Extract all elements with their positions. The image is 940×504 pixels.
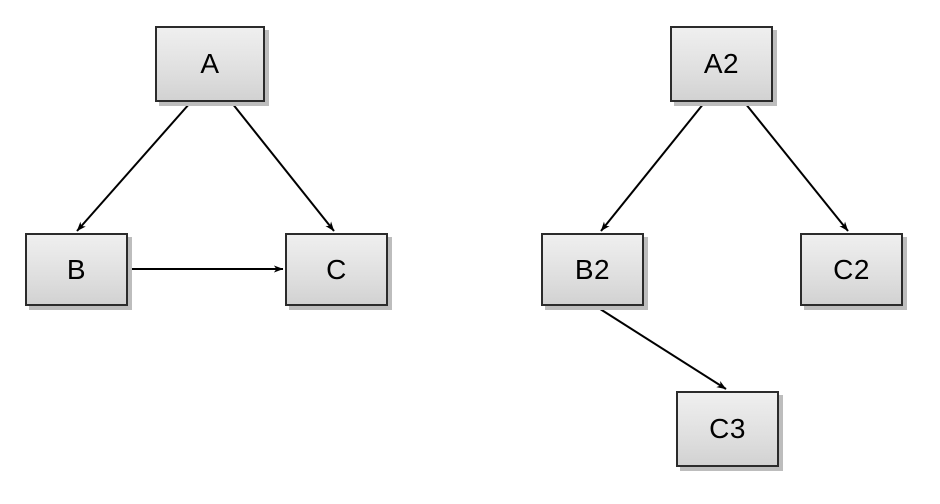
node-label: C (326, 253, 347, 285)
node-b2[interactable]: B2 (541, 233, 644, 306)
node-label: B (66, 253, 87, 285)
edge-a2-to-b2 (600, 102, 705, 232)
edges-group (76, 102, 849, 390)
node-label: A (200, 48, 220, 79)
node-label: B2 (574, 253, 611, 285)
edge-a-to-c (231, 102, 335, 232)
node-a[interactable]: A (155, 26, 265, 102)
node-b[interactable]: B (25, 233, 128, 306)
node-label: C3 (709, 413, 746, 444)
node-c3[interactable]: C3 (676, 391, 779, 467)
node-a2[interactable]: A2 (670, 26, 773, 102)
node-label: C2 (833, 253, 870, 285)
edge-b2-to-c3 (596, 306, 727, 390)
edge-a-to-b (76, 102, 191, 232)
edge-a2-to-c2 (744, 102, 849, 232)
node-label: A2 (703, 48, 740, 79)
node-c2[interactable]: C2 (800, 233, 903, 306)
node-c[interactable]: C (285, 233, 388, 306)
